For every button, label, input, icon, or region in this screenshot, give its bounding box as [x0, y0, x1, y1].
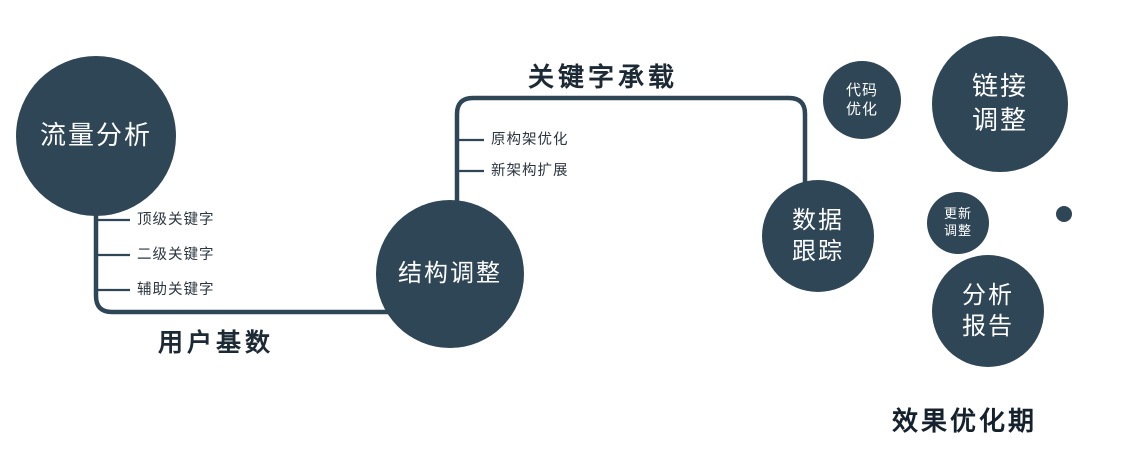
node-structure-adjustment: 结构调整	[376, 200, 524, 348]
node-label-line1: 链接	[971, 71, 1028, 102]
branch-label-auxiliary-keywords: 辅助关键字	[137, 282, 215, 298]
bullet-dot-marker	[1056, 206, 1072, 222]
node-label-line2: 报告	[962, 313, 1014, 340]
node-label-line1: 数据	[792, 206, 844, 234]
node-label-line1: 分析	[962, 281, 1014, 309]
node-label: 流量分析	[39, 120, 152, 151]
edge-label-user-base: 用户基数	[158, 329, 275, 357]
edge-keyword-bearing-path	[454, 95, 808, 215]
node-label-line2: 调整	[971, 105, 1028, 135]
node-analysis-report: 分析 报告	[932, 255, 1044, 367]
node-data-tracking: 数据 跟踪	[762, 180, 874, 292]
node-label-line2: 优化	[845, 101, 878, 118]
branch-label-top-keywords: 顶级关键字	[137, 212, 215, 228]
edge-label-keyword-bearing: 关键字承载	[528, 62, 679, 92]
edge-user-base-path	[93, 187, 403, 315]
node-traffic-analysis: 流量分析	[16, 56, 176, 216]
node-label-line1: 代码	[845, 81, 878, 99]
node-label-line2: 调整	[943, 223, 972, 238]
branch-label-original-architecture: 原构架优化	[491, 132, 569, 148]
node-link-adjustment: 链接 调整	[932, 36, 1068, 172]
node-code-optimization: 代码 优化	[823, 61, 901, 139]
label-effect-optimization-period: 效果优化期	[892, 406, 1038, 436]
branch-label-new-architecture: 新架构扩展	[491, 163, 569, 179]
node-update-adjustment: 更新 调整	[927, 192, 989, 254]
branch-label-secondary-keywords: 二级关键字	[137, 247, 215, 263]
node-label-line2: 跟踪	[792, 238, 844, 265]
node-label-line1: 更新	[943, 206, 972, 222]
node-label: 结构调整	[398, 260, 502, 288]
